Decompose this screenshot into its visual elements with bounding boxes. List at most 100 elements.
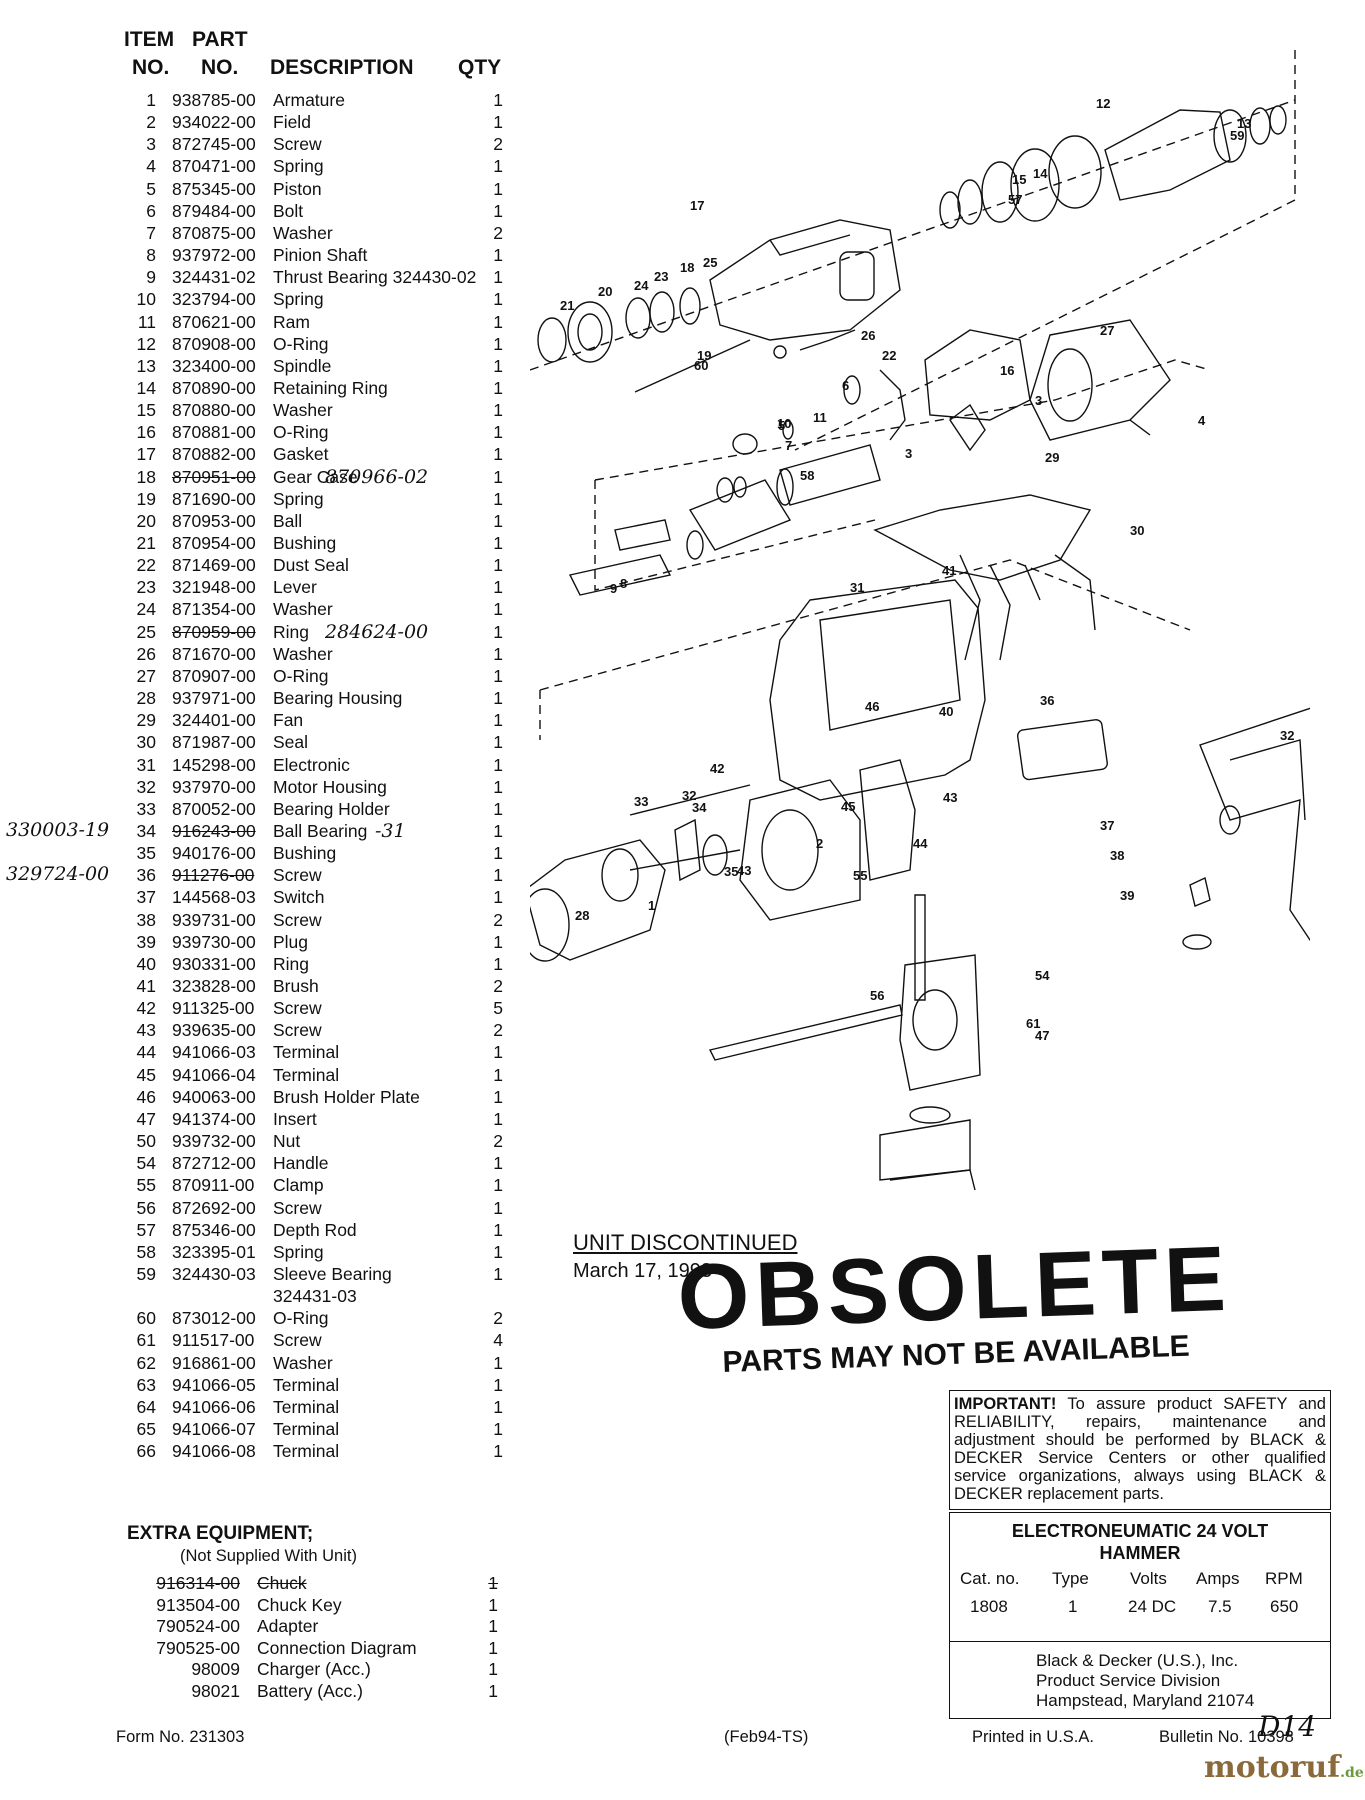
item-number: 3 (146, 134, 156, 155)
callout-label: 43 (943, 790, 957, 805)
spec-rpm-value: 650 (1270, 1597, 1299, 1616)
part-number: 323395-01 (172, 1241, 256, 1262)
handwritten-part-correction: -31 (375, 819, 406, 842)
part-description: Spring (273, 156, 324, 177)
item-number: 27 (136, 665, 156, 686)
part-number: 870907-00 (172, 665, 256, 686)
part-number: 941374-00 (172, 1108, 256, 1129)
form-number: Form No. 231303 (116, 1728, 245, 1746)
item-number: 44 (136, 1042, 156, 1063)
item-number: 56 (136, 1197, 156, 1218)
callout-label: 36 (1040, 693, 1054, 708)
part-description: Screw (273, 865, 322, 886)
handwritten-margin-note: 330003-19 (6, 818, 110, 841)
part-quantity: 1 (493, 311, 503, 332)
callout-label: 41 (942, 563, 956, 578)
watermark-tld: .de (1340, 1765, 1364, 1781)
part-number: 941066-03 (172, 1042, 256, 1063)
product-title: ELECTRONEUMATIC 24 VOLT (1011, 1521, 1269, 1541)
part-quantity: 1 (493, 200, 503, 221)
part-quantity: 1 (493, 798, 503, 819)
part-quantity: 2 (493, 976, 503, 996)
part-description: Washer (273, 599, 333, 620)
callout-label: 31 (850, 580, 864, 595)
item-number: 10 (136, 289, 156, 310)
part-description: Ring (273, 953, 309, 974)
item-number: 58 (136, 1241, 156, 1262)
spec-volts-value: 24 DC (1128, 1597, 1177, 1616)
part-description: Pinion Shaft (273, 245, 368, 266)
part-description: Washer (273, 1352, 333, 1373)
part-description: Spring (273, 1241, 324, 1262)
important-body: To assure product SAFETY and RELIABILITY… (954, 1395, 1326, 1503)
address-line-2: Product Service Division (1036, 1671, 1221, 1690)
item-number: 42 (136, 998, 156, 1019)
part-number: 872745-00 (172, 134, 256, 155)
callout-label: 5 (778, 418, 785, 433)
item-number: 41 (136, 976, 156, 996)
callout-label: 1 (648, 898, 655, 913)
part-description: Terminal (273, 1419, 340, 1439)
part-number: 938785-00 (172, 90, 256, 110)
callout-label: 27 (1100, 323, 1114, 338)
part-number: 941066-04 (172, 1064, 256, 1085)
important-notice-text: IMPORTANT! To assure product SAFETY and … (950, 1391, 1330, 1507)
part-description: Charger (Acc.) (257, 1659, 371, 1680)
part-quantity: 1 (493, 1241, 503, 1262)
part-description: Sleeve Bearing (273, 1263, 392, 1284)
part-description: Screw (273, 909, 322, 930)
part-number: 941066-07 (172, 1419, 256, 1439)
watermark-logo: motoruf.de (1204, 1750, 1364, 1785)
part-quantity: 2 (493, 1308, 503, 1329)
part-description: Spring (273, 488, 324, 509)
item-number: 14 (136, 377, 156, 398)
item-number: 24 (136, 599, 156, 620)
item-number: 2 (146, 112, 156, 133)
item-number: 23 (136, 577, 156, 598)
part-quantity: 1 (493, 865, 503, 886)
callout-label: 4 (1198, 413, 1206, 428)
part-quantity: 1 (488, 1659, 498, 1680)
spec-col-amps: Amps (1196, 1569, 1240, 1588)
important-lead: IMPORTANT! (954, 1395, 1057, 1413)
part-description: Retaining Ring (273, 377, 388, 398)
item-number: 18 (136, 466, 156, 487)
item-number: 43 (136, 1020, 156, 1041)
part-quantity: 1 (493, 289, 503, 310)
part-description: Terminal (273, 1064, 340, 1085)
part-description: Bearing Housing (273, 688, 403, 709)
item-number: 62 (136, 1352, 156, 1373)
part-quantity: 1 (493, 1419, 503, 1439)
part-number: 871670-00 (172, 643, 256, 664)
part-description: Screw (273, 1197, 322, 1218)
part-quantity: 1 (493, 887, 503, 908)
part-quantity: 1 (493, 1086, 503, 1107)
part-number: 98021 (191, 1681, 240, 1701)
part-number: 916243-00 (172, 820, 256, 841)
part-number: 911517-00 (172, 1330, 255, 1351)
part-number: 870908-00 (172, 333, 256, 354)
part-description: O-Ring (273, 422, 329, 443)
header-part-no: NO. (201, 56, 239, 79)
spec-col-volts: Volts (1130, 1569, 1167, 1588)
part-quantity: 1 (493, 732, 503, 753)
callout-label: 14 (1033, 166, 1048, 181)
printed-in: Printed in U.S.A. (972, 1728, 1094, 1746)
extra-equipment-subtitle: (Not Supplied With Unit) (180, 1547, 357, 1565)
address-line-1: Black & Decker (U.S.), Inc. (1036, 1651, 1239, 1670)
item-number: 28 (136, 688, 156, 709)
